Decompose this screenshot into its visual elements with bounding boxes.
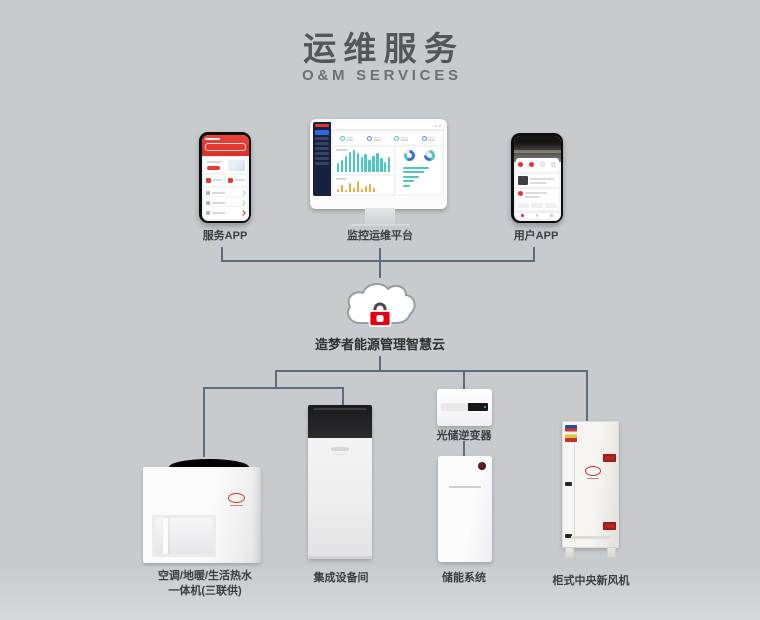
battery-brand-text bbox=[449, 486, 481, 488]
banner-card bbox=[203, 157, 247, 173]
fresh-air-unit bbox=[562, 421, 619, 558]
unit-opening bbox=[152, 515, 216, 557]
monitor-stand bbox=[365, 208, 395, 225]
thumbnail bbox=[517, 175, 528, 185]
connector-line bbox=[379, 356, 381, 372]
connector-line bbox=[275, 370, 588, 372]
tab-icon bbox=[550, 214, 553, 217]
energy-label-sticker bbox=[565, 425, 577, 442]
work-order-icon bbox=[205, 177, 211, 183]
unit-leg bbox=[607, 547, 616, 558]
page-subtitle: O&M SERVICES bbox=[302, 67, 462, 84]
brand-logo bbox=[331, 447, 349, 455]
app-icon bbox=[518, 162, 524, 167]
cabinet-dark-panel bbox=[308, 405, 372, 438]
alarm-bar-chart bbox=[333, 176, 395, 194]
tab-bar bbox=[515, 211, 559, 219]
vent bbox=[603, 522, 616, 530]
unit-leg bbox=[565, 547, 574, 558]
energy-bar-chart bbox=[333, 147, 395, 174]
tab-icon bbox=[535, 214, 539, 217]
user-app-label: 用户APP bbox=[513, 230, 559, 242]
page-title: 运维服务 bbox=[303, 30, 465, 67]
latch bbox=[565, 534, 572, 538]
latch bbox=[565, 482, 572, 486]
illustration bbox=[227, 159, 245, 171]
donut-chart bbox=[403, 150, 415, 161]
app-icon bbox=[550, 162, 556, 167]
pv-storage-inverter bbox=[437, 389, 492, 426]
battery-label: 储能系统 bbox=[442, 572, 486, 584]
user-app-phone bbox=[511, 133, 563, 223]
equipment-room-label: 集成设备间 bbox=[313, 572, 369, 584]
search-bar bbox=[204, 142, 246, 151]
equipment-room-cabinet bbox=[308, 405, 372, 559]
repair-icon bbox=[228, 177, 233, 183]
monitor-platform-label: 监控运维平台 bbox=[347, 230, 413, 242]
chevron-right-icon bbox=[239, 200, 246, 206]
kpi-icon bbox=[339, 136, 345, 141]
kpi-icon bbox=[367, 136, 373, 141]
connector-line bbox=[463, 441, 465, 456]
connector-line bbox=[342, 387, 344, 405]
stats-panel bbox=[396, 147, 442, 194]
dashboard-sidebar bbox=[313, 122, 331, 196]
connector-line bbox=[379, 248, 381, 278]
donut-chart bbox=[423, 150, 435, 161]
service-app-phone bbox=[199, 132, 251, 223]
connector-line bbox=[275, 370, 277, 389]
brand-logo bbox=[315, 124, 329, 127]
vent bbox=[603, 454, 616, 462]
kpi-icon bbox=[421, 136, 427, 141]
quick-icons-card bbox=[515, 157, 559, 172]
connector-line bbox=[203, 387, 344, 389]
list-item bbox=[205, 200, 246, 207]
battery-dial bbox=[478, 462, 486, 470]
service-app-screen bbox=[201, 134, 249, 221]
monitor-base bbox=[350, 224, 410, 228]
lock-icon bbox=[368, 302, 392, 327]
kpi-icon bbox=[394, 136, 400, 141]
kpi-row bbox=[333, 132, 442, 145]
dashboard-topbar bbox=[331, 122, 444, 130]
ranking-bar-chart bbox=[399, 163, 439, 192]
floor-gradient bbox=[0, 565, 760, 620]
connector-line bbox=[221, 260, 535, 262]
chevron-right-icon bbox=[239, 210, 246, 216]
connector-line bbox=[463, 370, 465, 389]
inverter-display bbox=[467, 403, 488, 411]
red-button bbox=[206, 165, 220, 170]
user-app-screen bbox=[513, 135, 561, 221]
photo-banner bbox=[513, 135, 561, 162]
device-icon bbox=[517, 190, 523, 196]
connector-line bbox=[586, 370, 588, 421]
app-icon bbox=[529, 162, 535, 167]
list-item bbox=[205, 210, 246, 216]
ac-heat-pump-unit bbox=[143, 459, 263, 563]
brand-logo bbox=[228, 493, 245, 506]
list-item bbox=[205, 190, 246, 197]
app-header bbox=[201, 134, 249, 156]
shortcut-card bbox=[226, 174, 247, 186]
service-app-label: 服务APP bbox=[202, 230, 248, 242]
monitor-platform-display bbox=[310, 119, 447, 209]
cloud-label: 造梦者能源管理智慧云 bbox=[314, 337, 445, 352]
cloud-icon bbox=[344, 281, 416, 335]
device-card bbox=[515, 188, 559, 210]
brand-logo bbox=[585, 466, 602, 479]
connector-line bbox=[203, 387, 205, 457]
fresh-air-label: 柜式中央新风机 bbox=[552, 575, 630, 587]
chevron-right-icon bbox=[239, 190, 246, 196]
energy-storage-battery bbox=[438, 456, 492, 562]
news-card bbox=[515, 173, 559, 187]
shortcut-card bbox=[203, 174, 224, 186]
app-icon bbox=[539, 162, 545, 167]
menu-list bbox=[203, 187, 247, 219]
ac-unit-label: 空调/地暖/生活热水 一体机(三联供) bbox=[157, 570, 253, 597]
dashboard-screen bbox=[313, 122, 444, 196]
connector-line bbox=[221, 247, 223, 262]
tab-home-icon bbox=[521, 214, 524, 217]
inverter-label: 光储逆变器 bbox=[436, 430, 492, 442]
connector-line bbox=[533, 247, 535, 262]
